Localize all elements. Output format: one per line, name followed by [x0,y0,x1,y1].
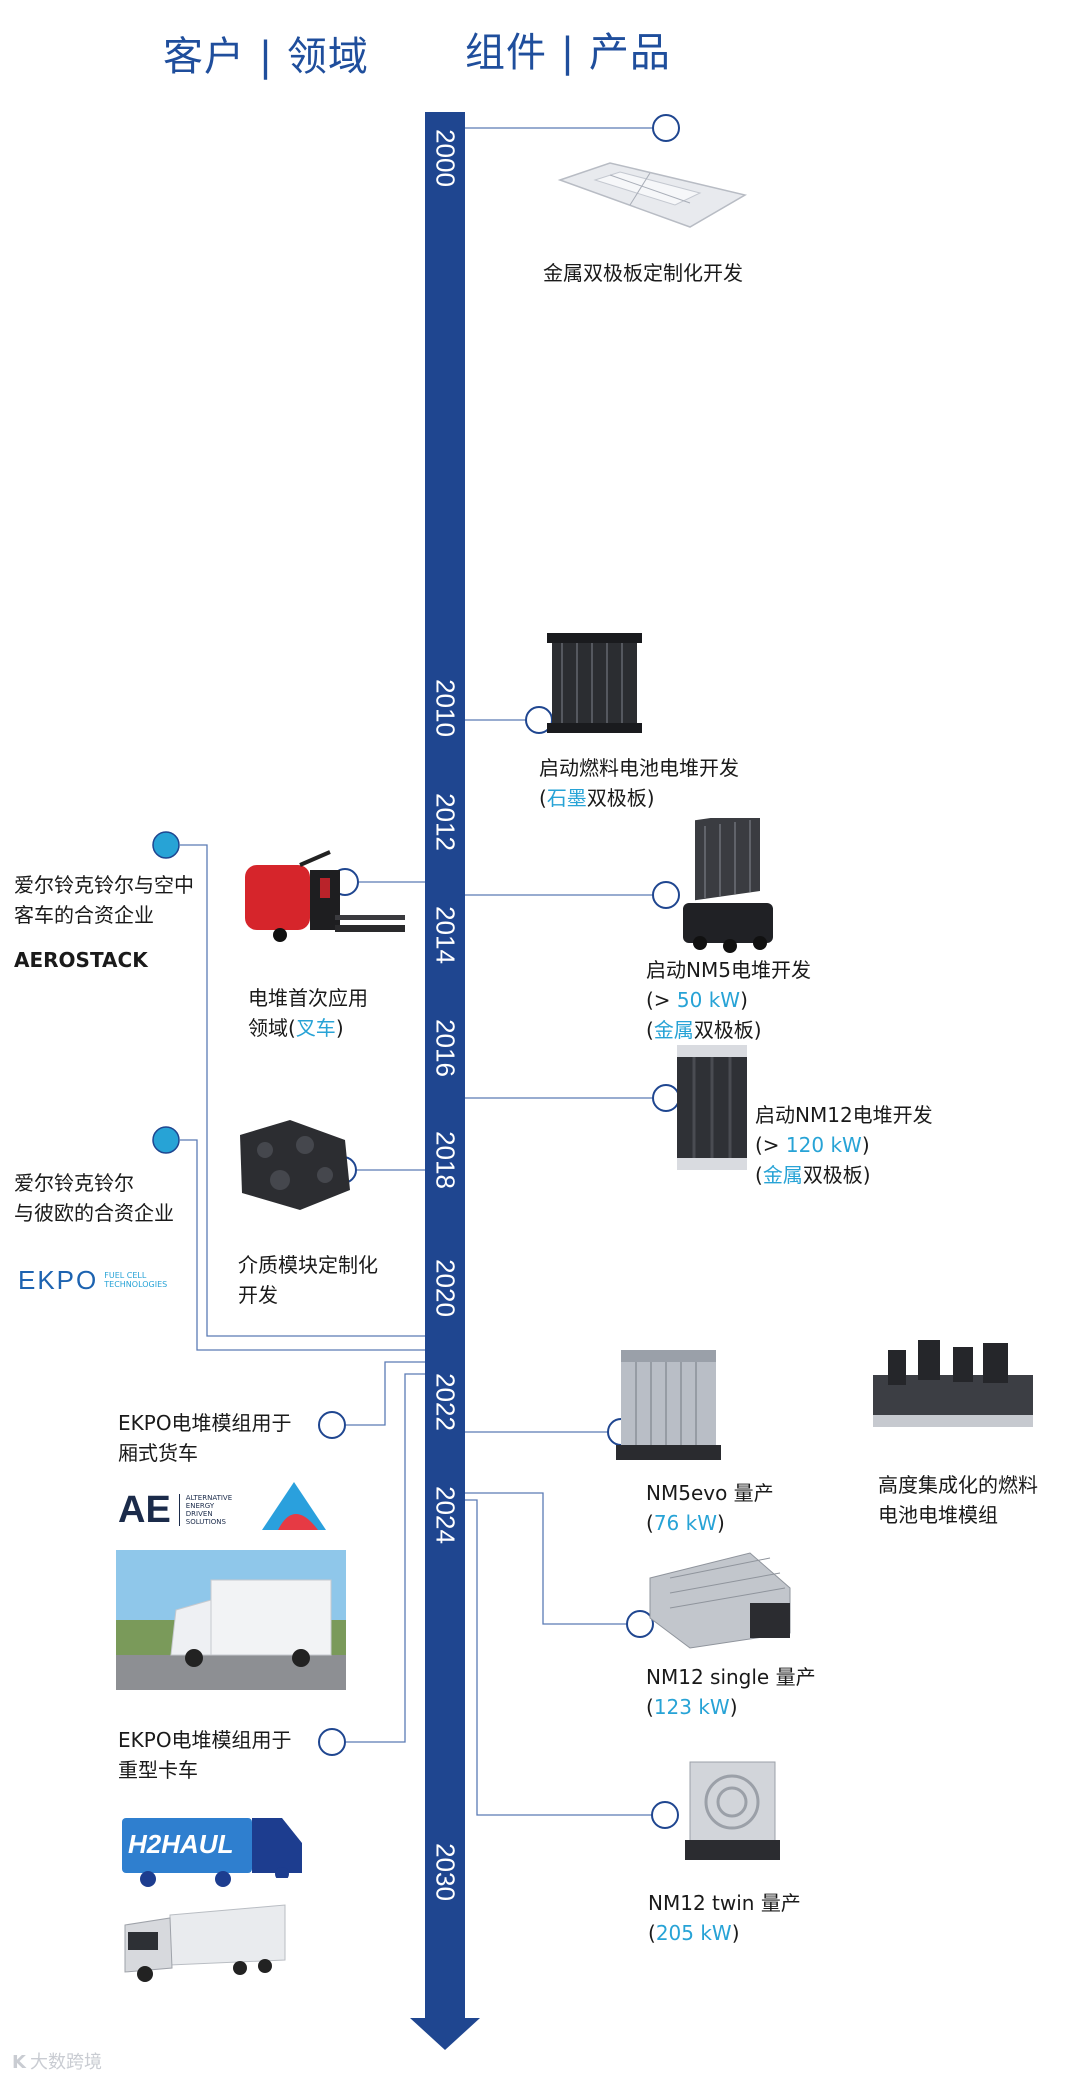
node-nm5 [652,881,680,909]
h2haul-logo: H2HAUL [122,1818,252,1873]
ekpo-description: 爱尔铃克铃尔 与彼欧的合资企业 [14,1171,174,1225]
nm5-label: 启动NM5电堆开发 (> 50 kW) (金属双极板) [646,958,811,1042]
nm5evo-image [616,1350,721,1460]
right-header: 组件 | 产品 [465,30,671,76]
ekpo-logo: EKPO FUEL CELL TECHNOLOGIES [18,1264,168,1295]
van-usage-label: EKPO电堆模组用于 厢式货车 [118,1411,292,1465]
nm12-stack-image [677,1045,747,1170]
dot-aerostack [152,831,180,859]
media-module-label: 介质模块定制化 开发 [238,1253,378,1307]
nm12-twin-label: NM12 twin 量产 (205 kW) [648,1891,801,1945]
year-2030: 2030 [430,1843,461,1901]
integrated-module-image [873,1340,1033,1427]
forklift-label: 电堆首次应用 领域(叉车) [248,986,368,1040]
nm12-single-label: NM12 single 量产 (123 kW) [646,1665,816,1719]
nm5-stack-image [683,818,773,953]
year-2022: 2022 [430,1373,461,1431]
year-2012: 2012 [430,793,461,851]
truck-usage-label: EKPO电堆模组用于 重型卡车 [118,1728,292,1782]
fuel-cell-stack-image [547,633,642,733]
node-2000 [652,114,680,142]
forklift-image [245,850,405,942]
node-van [318,1411,346,1439]
node-twin [651,1801,679,1829]
dot-ekpo [152,1126,180,1154]
year-2010: 2010 [430,679,461,737]
nm12-single-image [649,1552,791,1649]
product-2000-label: 金属双极板定制化开发 [543,261,743,285]
nm12-label: 启动NM12电堆开发 (> 120 kW) (金属双极板) [755,1103,933,1187]
node-truck [318,1728,346,1756]
node-single [626,1610,654,1638]
year-2016: 2016 [430,1019,461,1077]
year-2020: 2020 [430,1259,461,1317]
year-2014: 2014 [430,906,461,964]
ae-logo: AE ALTERNATIVE ENERGY DRIVEN SOLUTIONS [118,1488,233,1531]
heavy-truck-photo [124,1904,286,1982]
product-2010-label: 启动燃料电池电堆开发 (石墨双极板) [539,756,739,810]
year-2018: 2018 [430,1131,461,1189]
aerostack-description: 爱尔铃克铃尔与空中 客车的合资企业 [14,873,194,927]
bipolar-plate-image [557,162,748,228]
partner-swirl-logo [262,1482,326,1530]
year-2000: 2000 [430,129,461,187]
truck-cab-icon [252,1818,302,1878]
timeline-arrow [410,2018,480,2050]
timeline-axis [425,112,465,2022]
nm12-twin-image [685,1761,780,1860]
integrated-module-label: 高度集成化的燃料 电池电堆模组 [878,1473,1038,1527]
year-2024: 2024 [430,1486,461,1544]
left-header: 客户 | 领域 [163,34,369,80]
media-module-image [240,1120,350,1210]
nm5evo-label: NM5evo 量产 (76 kW) [646,1481,774,1535]
aerostack-name: AEROSTACK [14,948,148,972]
van-photo [116,1550,346,1690]
h2haul-wheels [140,1871,231,1887]
